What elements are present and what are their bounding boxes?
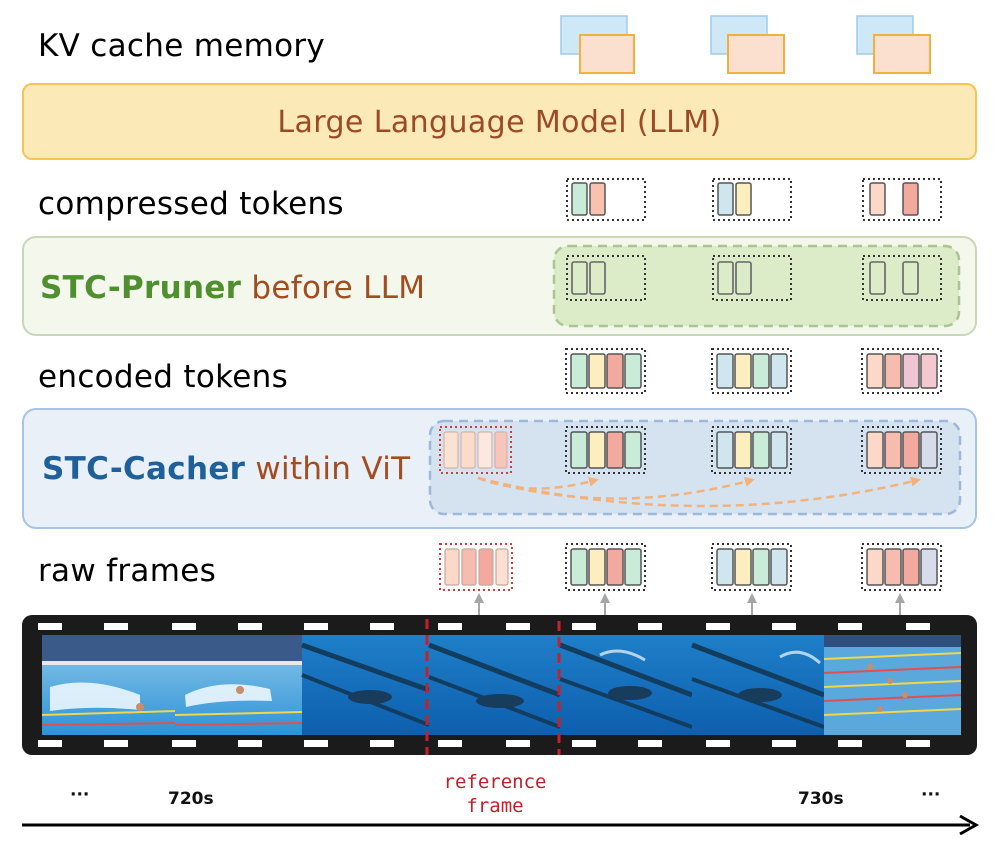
reuse-arrow-1 bbox=[477, 476, 599, 490]
timeline-right-ellipsis: ··· bbox=[921, 785, 941, 805]
kv-cache-block-1 bbox=[560, 15, 635, 74]
raw-frames-label: raw frames bbox=[38, 553, 217, 589]
frame-6-image bbox=[691, 635, 825, 735]
frame-7-image bbox=[823, 635, 962, 735]
cacher-token-groups bbox=[428, 419, 962, 516]
pruner-title: STC-Pruner before LLM bbox=[40, 270, 425, 306]
reference-frame-label: reference frame bbox=[420, 770, 570, 818]
pruner-name: STC-Pruner bbox=[40, 270, 242, 306]
timeline-end-time: 730s bbox=[798, 789, 844, 809]
frame-4-image bbox=[428, 635, 561, 735]
pruner-token-groups bbox=[552, 244, 961, 328]
timeline-start-time: 720s bbox=[168, 789, 214, 809]
frame-5-image bbox=[559, 635, 693, 735]
raw-frame-token-groups bbox=[439, 543, 942, 620]
time-axis-arrow bbox=[22, 814, 980, 836]
encoded-tokens-label: encoded tokens bbox=[38, 359, 289, 395]
cacher-reference-group bbox=[439, 426, 512, 474]
frame-1-image bbox=[41, 635, 176, 735]
film-sprocket-holes bbox=[38, 623, 930, 747]
encoded-token-groups bbox=[565, 348, 942, 394]
reference-label-line2: frame bbox=[466, 795, 524, 817]
kv-cache-label: KV cache memory bbox=[38, 28, 326, 64]
llm-panel: Large Language Model (LLM) bbox=[22, 83, 977, 160]
video-film-strip bbox=[22, 615, 977, 755]
reference-frame-box bbox=[425, 615, 561, 755]
reference-label-line1: reference bbox=[443, 771, 547, 793]
kv-cache-icons bbox=[560, 15, 931, 74]
compressed-token-groups bbox=[566, 178, 942, 221]
kv-cache-block-2 bbox=[710, 15, 785, 74]
reuse-arrow-3 bbox=[477, 476, 921, 508]
reuse-arrow-2 bbox=[477, 476, 755, 500]
compressed-tokens-label: compressed tokens bbox=[38, 186, 344, 222]
cacher-title: STC-Cacher within ViT bbox=[42, 451, 410, 487]
pruner-suffix: before LLM bbox=[241, 270, 426, 306]
llm-label: Large Language Model (LLM) bbox=[277, 105, 722, 140]
pruner-dashed-area bbox=[552, 244, 961, 328]
cacher-name: STC-Cacher bbox=[42, 451, 246, 487]
timeline-left-ellipsis: ··· bbox=[70, 785, 90, 805]
cacher-suffix: within ViT bbox=[245, 451, 411, 487]
frame-3-image bbox=[301, 635, 430, 735]
kv-cache-block-3 bbox=[856, 15, 931, 74]
frame-2-image bbox=[174, 635, 303, 735]
cacher-dashed-area bbox=[428, 419, 962, 516]
